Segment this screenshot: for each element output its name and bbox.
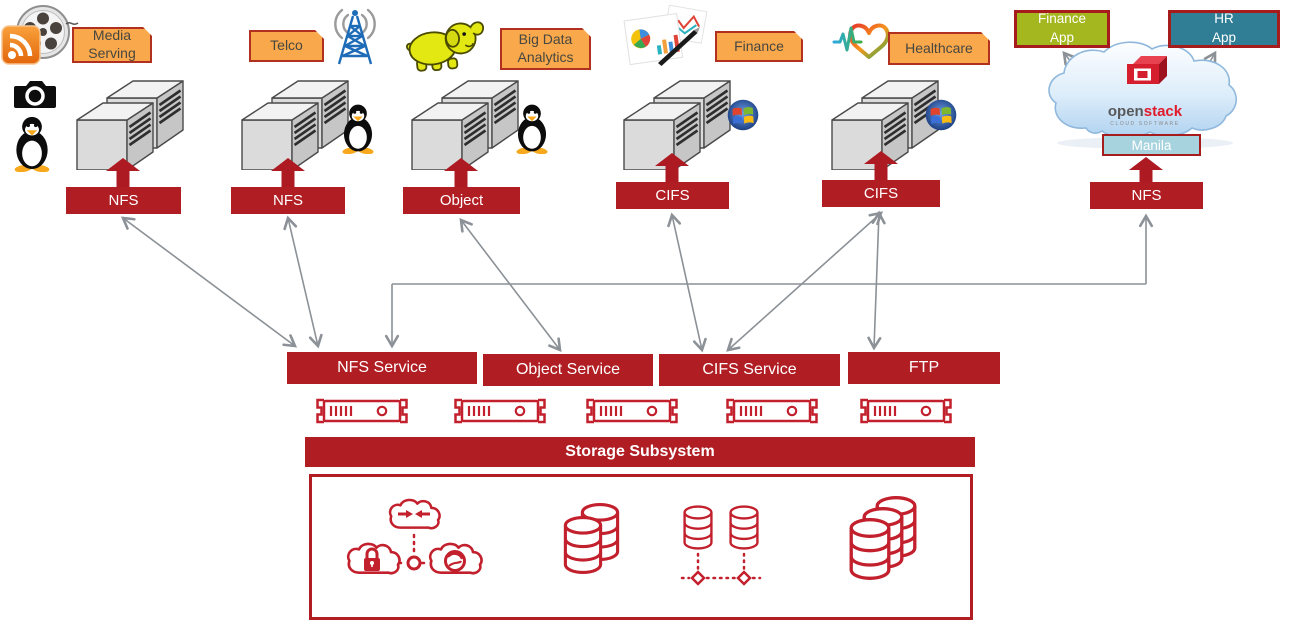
cloud-icon xyxy=(1048,41,1237,139)
app-label-line: App xyxy=(1211,30,1237,45)
label-media-serving: Media Serving xyxy=(72,27,152,63)
connector-cifs2-cifsservice xyxy=(726,211,883,352)
block-arrow-up xyxy=(444,158,478,190)
openstack-cloud: openstack CLOUD SOFTWARE xyxy=(1048,41,1237,149)
label-line: Big Data xyxy=(518,31,573,48)
label-line: Telco xyxy=(270,37,303,54)
connector-object-objectservice xyxy=(459,217,562,353)
block-arrow-up xyxy=(106,158,140,190)
rack-appliance-icon xyxy=(454,398,546,424)
hybrid-cloud-sync-icon xyxy=(346,498,483,575)
protocol-bar-nfs-telco: NFS xyxy=(231,187,345,214)
protocol-bar-nfs-media: NFS xyxy=(66,187,181,214)
hr-app-box: HR App xyxy=(1168,10,1280,48)
rack-appliance-icon xyxy=(726,398,818,424)
label-telco: Telco xyxy=(249,30,324,62)
connector-nfs1-nfsservice xyxy=(120,216,298,348)
block-arrow-up xyxy=(864,151,898,183)
sharded-database-icon xyxy=(680,505,762,586)
connector-nfs2-nfsservice xyxy=(283,215,323,349)
connector-elbow-manilanfs-nfsservice xyxy=(384,213,1154,349)
app-label-line: HR xyxy=(1214,11,1234,27)
rack-appliance-icon xyxy=(860,398,952,424)
openstack-wordmark: openstack xyxy=(1108,103,1183,120)
protocol-bar-object-bigdata: Object xyxy=(403,187,520,214)
radio-tower-icon xyxy=(334,8,376,65)
connector-lines xyxy=(120,50,1217,353)
label-line: Serving xyxy=(88,45,136,61)
label-line: Media xyxy=(92,27,132,44)
label-line: Analytics xyxy=(517,49,574,65)
storage-subsystem-bar: Storage Subsystem xyxy=(305,437,975,467)
heart-pulse-icon xyxy=(832,23,890,59)
service-bar-nfs: NFS Service xyxy=(287,352,477,384)
connector-cifs1-cifsservice xyxy=(667,212,707,353)
protocol-bar-cifs-healthcare: CIFS xyxy=(822,180,940,207)
block-arrow-up xyxy=(655,153,689,185)
label-healthcare: Healthcare xyxy=(888,32,990,65)
linux-tux-icon xyxy=(516,104,548,154)
server-pair-icon xyxy=(622,79,732,170)
server-pair-icon xyxy=(75,79,185,170)
rss-icon xyxy=(1,25,41,65)
rack-appliance-icon xyxy=(316,398,408,424)
rack-appliance-icon xyxy=(586,398,678,424)
service-bar-ftp: FTP xyxy=(848,352,1000,384)
windows-logo-icon xyxy=(925,99,957,131)
hadoop-elephant-icon xyxy=(406,21,485,72)
block-arrows xyxy=(106,151,1163,190)
openstack-tagline: CLOUD SOFTWARE xyxy=(1110,121,1179,127)
app-label-line: Finance xyxy=(1037,11,1087,27)
label-line: Healthcare xyxy=(905,39,973,56)
server-pair-icon xyxy=(240,79,350,170)
openstack-logo-icon xyxy=(1127,56,1167,84)
finance-app-box: Finance App xyxy=(1014,10,1110,48)
server-pair-icon xyxy=(410,79,520,170)
manila-box: Manila xyxy=(1102,134,1201,156)
protocol-bar-cifs-finance: CIFS xyxy=(616,182,729,209)
camera-icon xyxy=(14,81,56,108)
app-label-line: App xyxy=(1049,30,1075,45)
label-big-data-analytics: Big Data Analytics xyxy=(500,28,591,70)
charts-photo-icon xyxy=(623,4,708,66)
service-bar-cifs: CIFS Service xyxy=(659,354,840,386)
protocol-bar-nfs-manila: NFS xyxy=(1090,182,1203,209)
connector-cifs2-ftp xyxy=(867,210,886,351)
label-line: Finance xyxy=(734,37,784,54)
block-arrow-up xyxy=(1129,157,1163,185)
label-finance: Finance xyxy=(715,31,803,62)
storage-subsystem-box xyxy=(309,474,973,620)
block-arrow-up xyxy=(271,158,305,190)
service-bar-object: Object Service xyxy=(483,354,653,386)
linux-tux-icon xyxy=(14,116,50,172)
windows-logo-icon xyxy=(727,99,759,131)
